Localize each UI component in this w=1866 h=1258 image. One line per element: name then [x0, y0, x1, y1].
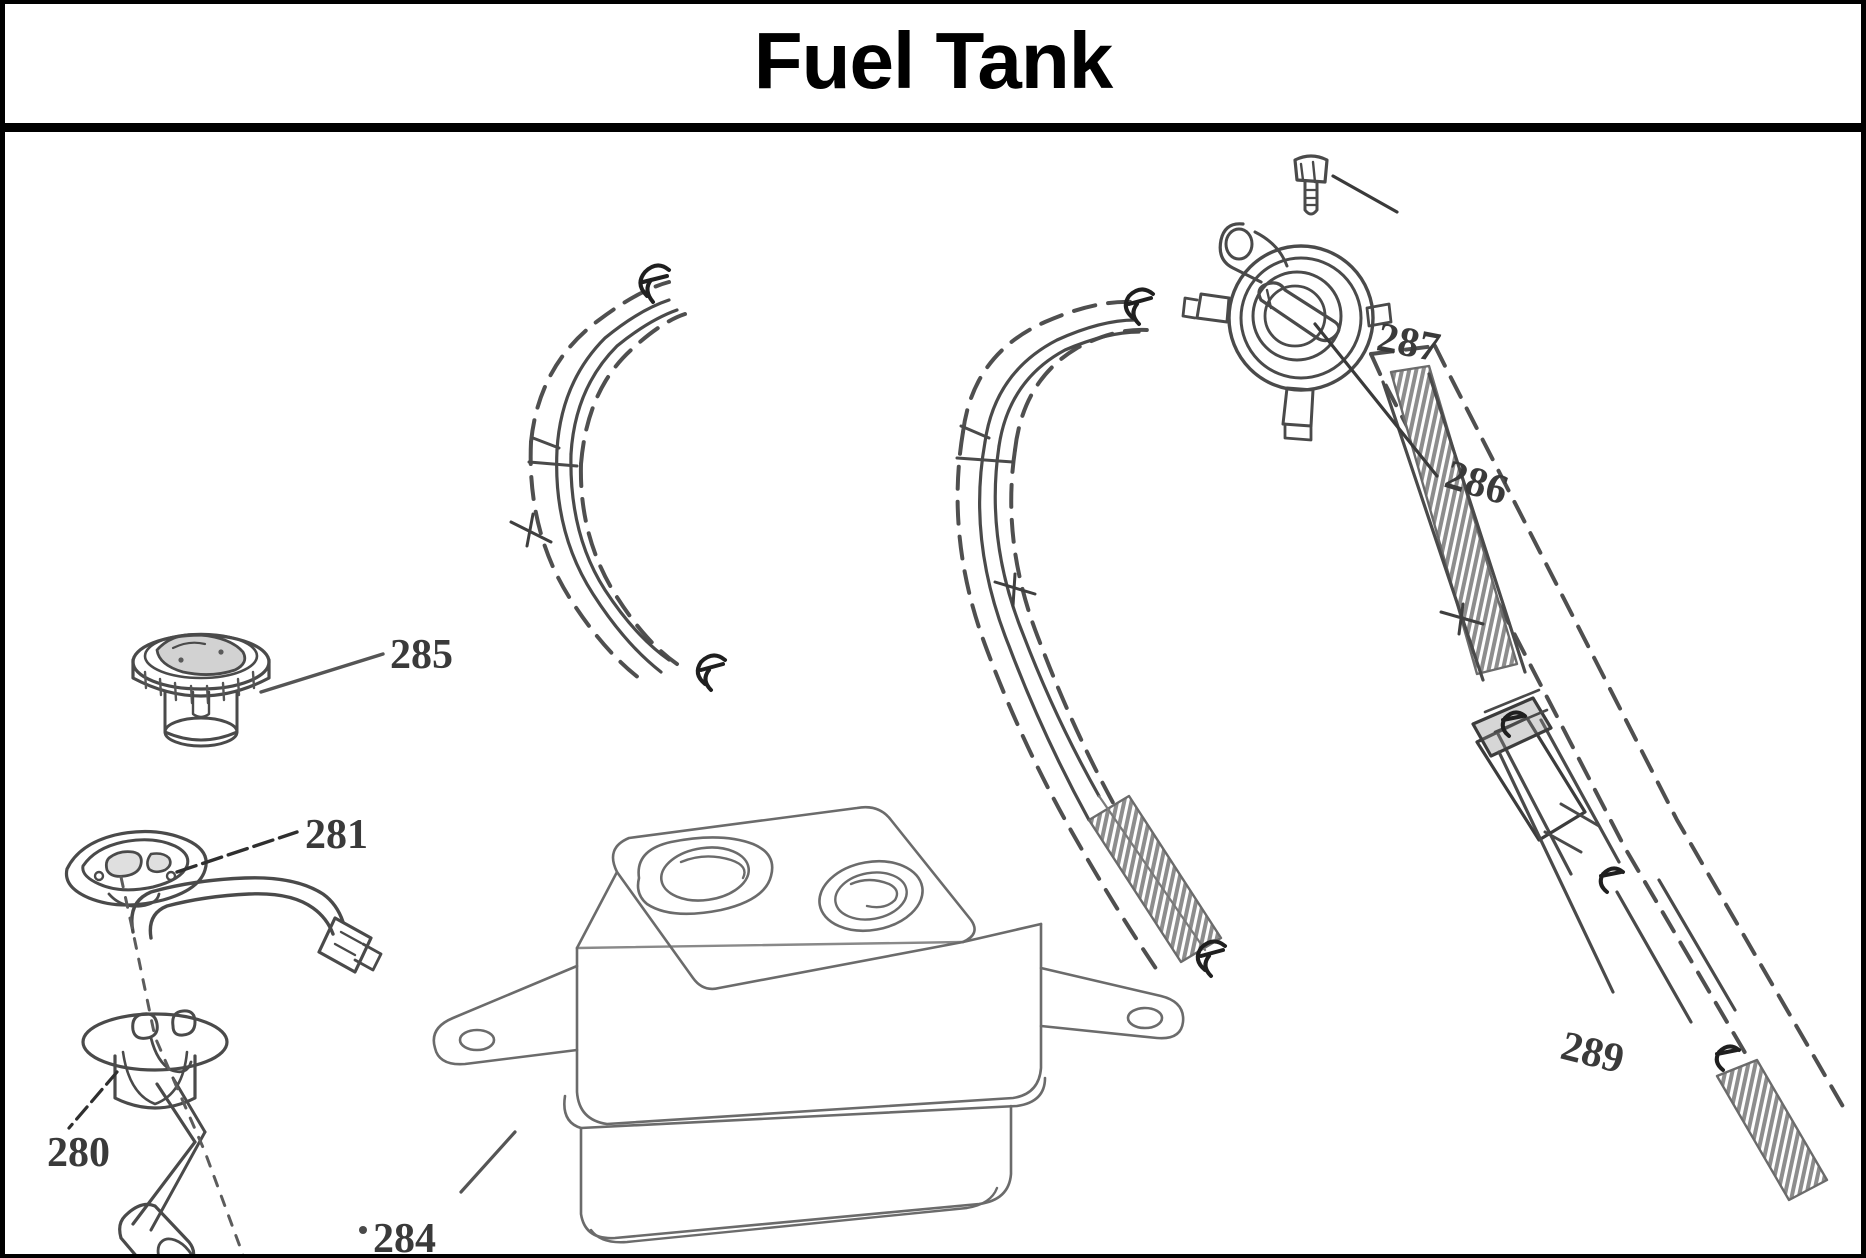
callout-label-285: 285 [390, 632, 453, 678]
callout-label-280: 280 [47, 1130, 110, 1176]
leader-line-287 [1331, 174, 1399, 214]
page-header: Fuel Tank [5, 4, 1861, 132]
part-281-retaining-plate-drawing [64, 829, 208, 908]
assembly-axis-line [119, 875, 245, 1254]
leader-dot-284 [359, 1226, 367, 1234]
part-286-fuel-valve-drawing [1181, 222, 1393, 442]
part-280-sender-unit-drawing [81, 876, 383, 1254]
leader-line-285 [259, 652, 385, 694]
part-285-fuel-cap-drawing [131, 632, 271, 748]
fuel-tank-exploded-diagram [64, 154, 1847, 1254]
part-284-tank-body-drawing [432, 805, 1185, 1244]
page-title: Fuel Tank [753, 15, 1113, 105]
leader-line-280 [67, 1070, 119, 1130]
fuel-hose-center-drawing [955, 287, 1227, 978]
leader-line-289 [1497, 750, 1615, 994]
callout-label-284: 284 [373, 1216, 436, 1258]
leader-line-286 [1313, 322, 1439, 478]
part-287-bolt-drawing [1293, 154, 1329, 216]
callout-label-281: 281 [305, 812, 368, 858]
leader-line-284 [459, 1130, 517, 1194]
leader-line-281 [175, 830, 299, 874]
callout-label-287: 287 [1373, 314, 1444, 372]
fuel-hose-right-drawing [1369, 344, 1847, 1202]
exploded-diagram-canvas: 285 281 280 284 282 287 286 289 [5, 132, 1861, 1254]
fuel-hose-left-drawing [509, 263, 727, 692]
